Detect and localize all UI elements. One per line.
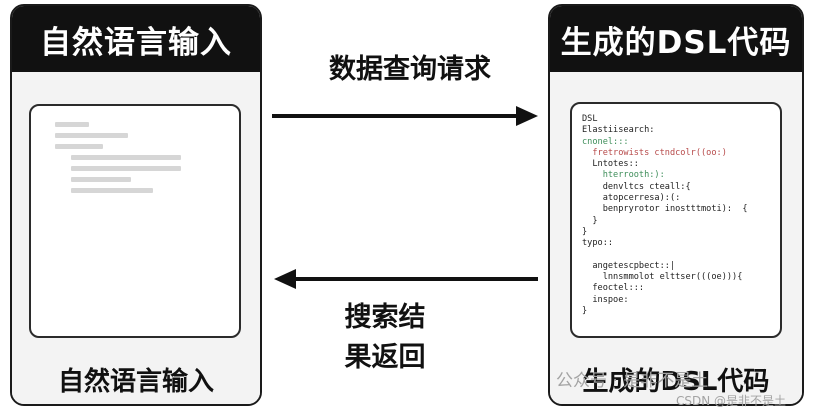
placeholder-line [71, 177, 131, 182]
text-input-card [29, 104, 241, 338]
code-line: cnonel::: [582, 136, 629, 147]
code-line: hterrooth:): [582, 170, 665, 181]
code-line: } [582, 226, 588, 237]
placeholder-line [55, 144, 103, 149]
request-arrow [272, 106, 538, 126]
response-arrow [274, 269, 538, 289]
placeholder-line [55, 122, 89, 127]
natural-language-panel-body: 自然语言输入 [12, 72, 260, 404]
code-line: atopcerresa):(: [582, 193, 681, 204]
code-line: angetescpbect::| [582, 260, 676, 271]
watermark-sub: CSDN @是非不是土 [676, 394, 787, 408]
placeholder-line [71, 188, 153, 193]
code-line: benpryrotor inostttmoti): { [582, 204, 748, 215]
dsl-code-panel-caption: 生成的DSL代码 [582, 367, 770, 397]
code-line: typo:: [582, 238, 614, 249]
code-line: inspoe: [582, 294, 629, 305]
code-line: } [582, 215, 598, 226]
dsl-code-panel-title: 生成的DSL代码 [550, 6, 802, 72]
code-line: fretrowists ctndcolr((oo:) [582, 147, 727, 158]
response-label-line1: 搜索结 [344, 302, 426, 333]
code-line: lnnsmmolot elttser(((oe))){ [582, 272, 743, 283]
request-arrow-label: 数据查询请求 [329, 54, 491, 85]
natural-language-panel: 自然语言输入 自然语言输入 [10, 4, 262, 406]
placeholder-line [71, 166, 181, 171]
placeholder-line [71, 155, 181, 160]
code-line: DSL [582, 114, 598, 124]
natural-language-panel-title: 自然语言输入 [12, 6, 260, 72]
watermark-main: 公众号 · 是非不是土 [556, 371, 709, 391]
code-line: feoctel::: [582, 283, 645, 294]
response-label-line2: 果返回 [344, 342, 426, 373]
code-line: denvltcs cteall:{ [582, 181, 691, 192]
placeholder-line [55, 133, 128, 138]
code-line: Elastiisearch: [582, 125, 655, 136]
response-arrow-label: 搜索结 果返回 [320, 298, 450, 378]
code-line: Lntotes:: [582, 159, 639, 170]
code-line: } [582, 306, 588, 317]
natural-language-panel-caption: 自然语言输入 [57, 367, 214, 397]
